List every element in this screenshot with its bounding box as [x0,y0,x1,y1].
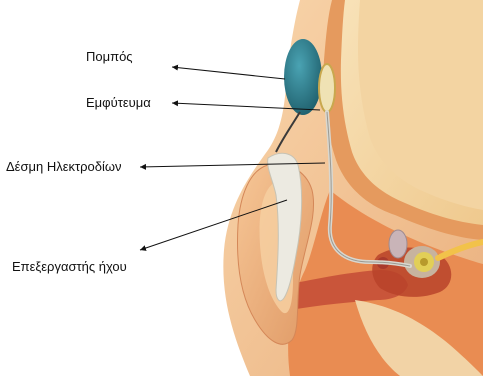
pointer-transmitter [172,67,285,79]
label-transmitter: Πομπός [86,49,133,65]
ossicle [389,230,407,258]
label-electrode-array: Δέσμη Ηλεκτροδίων [6,159,122,175]
transmitter-device [284,39,322,115]
label-sound-processor: Επεξεργαστής ήχου [12,259,127,275]
implant-device [319,64,335,112]
cochlea-core [420,258,428,266]
label-implant: Εμφύτευμα [86,95,151,111]
